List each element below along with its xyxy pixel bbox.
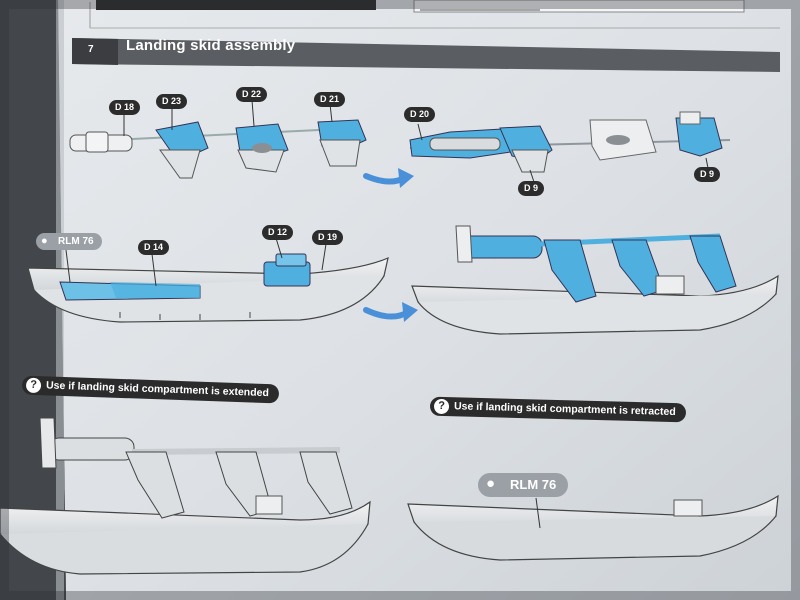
step-number: 7: [88, 44, 94, 55]
part-label-d21: D 21: [314, 92, 346, 107]
paint-palette-icon: ●: [486, 475, 496, 492]
part-label-d14: D 14: [138, 240, 170, 255]
step-title: Landing skid assembly: [126, 37, 296, 54]
extended-skid-diagram: [0, 417, 371, 575]
part-label-d19: D 19: [312, 230, 344, 245]
retracted-skid-diagram: [407, 494, 779, 561]
note-extended-text: Use if landing skid compartment is exten…: [45, 379, 270, 400]
part-label-d9-right: D 9: [694, 167, 721, 182]
skid-assembled-diagram: [411, 225, 779, 335]
part-label-d23: D 23: [156, 94, 188, 109]
note-retracted-text: Use if landing skid compartment is retra…: [453, 400, 676, 419]
paint-palette-icon: ●: [41, 235, 48, 247]
part-label-d18: D 18: [109, 100, 141, 115]
skid-parts-diagram: [27, 253, 389, 323]
question-icon: ?: [25, 377, 42, 394]
paint-code-label: RLM 76: [58, 236, 94, 247]
part-label-d12: D 12: [262, 225, 294, 240]
question-icon: ?: [433, 398, 450, 415]
paint-callout-upper: ● RLM 76: [36, 233, 102, 250]
part-label-d22: D 22: [236, 87, 268, 102]
paint-callout-lower: ● RLM 76: [478, 473, 569, 497]
paint-code-label: RLM 76: [510, 477, 557, 492]
assembled-arm-diagram: [409, 111, 731, 173]
arm-parts-diagram: [69, 119, 367, 179]
part-label-d20: D 20: [404, 107, 436, 122]
part-label-d9-left: D 9: [518, 181, 545, 196]
